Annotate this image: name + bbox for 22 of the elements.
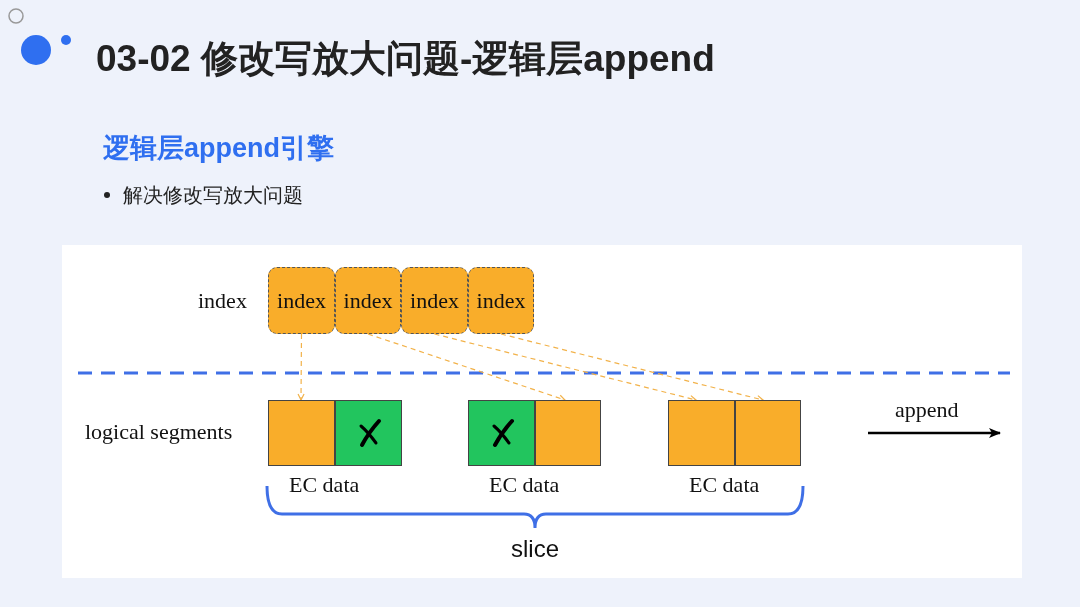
arrow xyxy=(297,333,305,401)
segment-cell xyxy=(268,400,335,466)
segment-cell xyxy=(735,400,801,466)
index-box: index xyxy=(268,267,335,334)
row-label: index xyxy=(198,288,247,314)
row-label: logical segments xyxy=(85,419,233,445)
segment-caption: EC data xyxy=(689,472,760,498)
index-box: index xyxy=(401,267,468,334)
segment-cell xyxy=(535,400,601,466)
arrow xyxy=(367,333,566,402)
segment-cell xyxy=(468,400,535,466)
brace-label: slice xyxy=(510,535,560,563)
segment-cell xyxy=(668,400,735,466)
segment-caption: EC data xyxy=(289,472,360,498)
index-box: index xyxy=(335,267,401,334)
arrow-label: append xyxy=(895,397,959,423)
slide-title: 03-02 修改写放大问题-逻辑层append xyxy=(96,37,715,81)
subheading: 逻辑层append引擎 xyxy=(103,132,334,165)
bullet-text: 解决修改写放大问题 xyxy=(123,183,303,208)
segment-cell xyxy=(335,400,402,466)
segment-caption: EC data xyxy=(489,472,560,498)
index-box: index xyxy=(468,267,534,334)
